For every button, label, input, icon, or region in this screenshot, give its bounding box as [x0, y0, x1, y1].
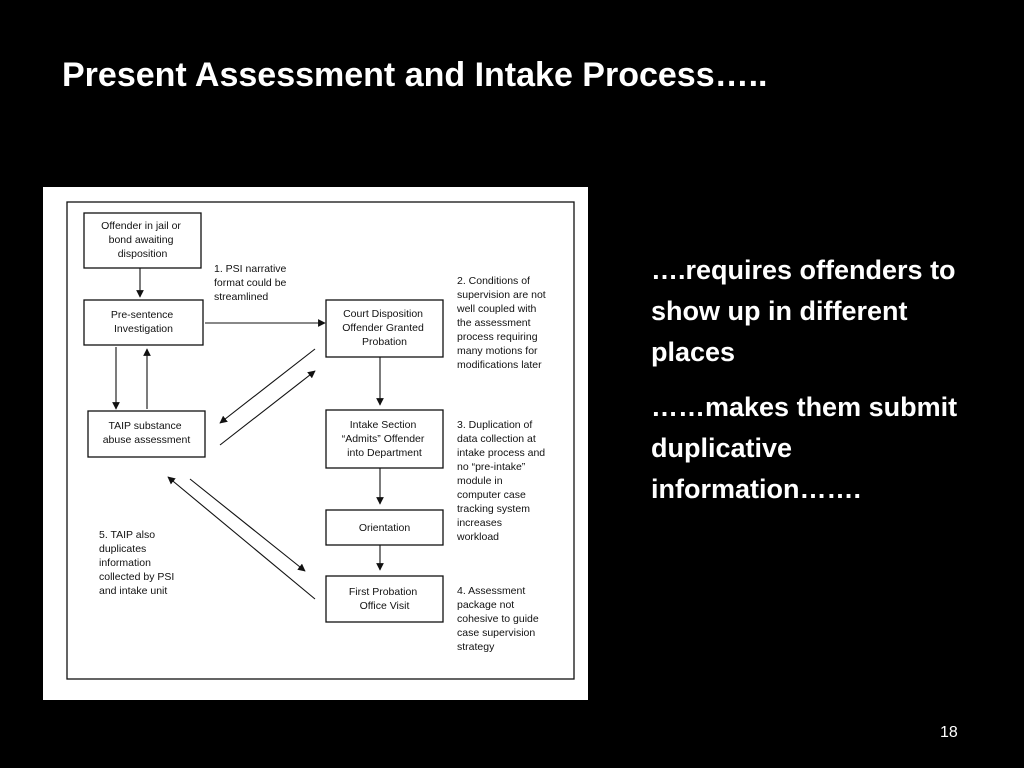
bullet-item: ……makes them submit duplicative informat…	[651, 392, 958, 504]
arrow-taip-to-court	[219, 370, 316, 446]
arrow-court-to-taip	[219, 348, 316, 424]
node-offender-in-jail-text: Offender in jail or bond awaiting dispos…	[101, 220, 184, 260]
node-pre-sentence-investigation: Pre-sentence Investigation	[83, 299, 204, 346]
note-conditions-of-supervision: 2. Conditions of supervision are not wel…	[456, 275, 549, 371]
note-psi-narrative: 1. PSI narrative format could be streaml…	[214, 263, 289, 303]
slide-title: Present Assessment and Intake Process…..	[62, 56, 768, 94]
arrow-visit-to-taip	[167, 476, 316, 600]
note-duplication-of-data: 3. Duplication of data collection at int…	[456, 419, 548, 543]
slide-number: 18	[940, 724, 958, 741]
note-taip-duplicates-text: 5. TAIP also duplicates information coll…	[99, 529, 177, 597]
arrow-taip-to-visit	[189, 478, 306, 572]
node-orientation: Orientation	[325, 509, 444, 546]
node-intake-section: Intake Section “Admits” Offender into De…	[325, 409, 444, 469]
node-intake-section-text: Intake Section “Admits” Offender into De…	[342, 419, 428, 459]
note-assessment-package: 4. Assessment package not cohesive to gu…	[457, 585, 542, 653]
flowchart-canvas: Offender in jail or bond awaiting dispos…	[66, 201, 575, 680]
node-first-probation-office-visit: First Probation Office Visit	[325, 575, 444, 623]
bullet-list: ….requires offenders to show up in diffe…	[651, 250, 971, 524]
note-psi-narrative-text: 1. PSI narrative format could be streaml…	[214, 263, 289, 303]
bullet-item: ….requires offenders to show up in diffe…	[651, 255, 956, 367]
note-assessment-package-text: 4. Assessment package not cohesive to gu…	[457, 585, 542, 653]
node-taip-substance-abuse-assessment: TAIP substance abuse assessment	[87, 410, 206, 458]
flowchart-frame	[66, 201, 575, 680]
node-court-disposition-text: Court Disposition Offender Granted Proba…	[342, 308, 426, 348]
node-orientation-text: Orientation	[359, 522, 411, 534]
node-first-probation-office-visit-text: First Probation Office Visit	[349, 586, 420, 612]
note-conditions-of-supervision-text: 2. Conditions of supervision are not wel…	[456, 275, 549, 371]
node-court-disposition: Court Disposition Offender Granted Proba…	[325, 299, 444, 358]
note-duplication-of-data-text: 3. Duplication of data collection at int…	[456, 419, 548, 543]
flow-arrows	[112, 231, 384, 600]
note-taip-duplicates: 5. TAIP also duplicates information coll…	[99, 529, 177, 597]
node-pre-sentence-investigation-text: Pre-sentence Investigation	[111, 309, 176, 335]
node-offender-in-jail: Offender in jail or bond awaiting dispos…	[83, 212, 202, 269]
node-taip-substance-abuse-assessment-text: TAIP substance abuse assessment	[103, 420, 191, 446]
flowchart-panel: Offender in jail or bond awaiting dispos…	[43, 187, 588, 700]
